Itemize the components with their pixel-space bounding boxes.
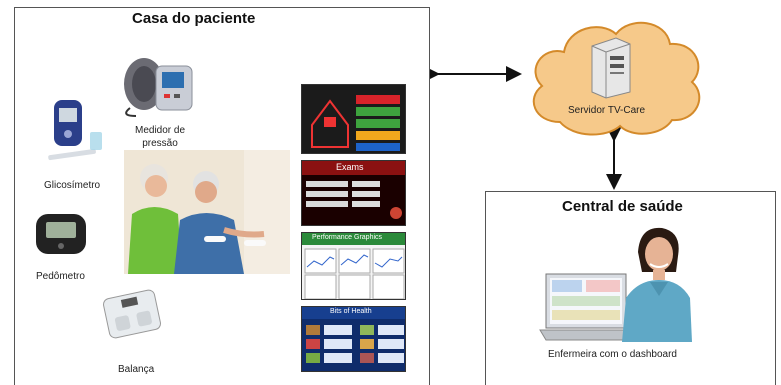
health-tips-screen-title: Bits of Health	[330, 308, 372, 315]
health-tips-screen-header	[302, 307, 405, 319]
scale-label: Balança	[118, 364, 155, 375]
pedometer-label: Pedômetro	[36, 271, 85, 282]
elderly-couple-photo	[124, 150, 290, 274]
performance-screen: Performance Graphics	[301, 232, 406, 300]
health-center-panel	[485, 191, 776, 385]
exams-screen: Exams	[301, 160, 406, 226]
server-icon	[591, 37, 631, 99]
health-center-title: Central de saúde	[562, 198, 683, 215]
blood-pressure-monitor-icon	[124, 58, 193, 117]
laptop-dashboard-icon	[539, 273, 633, 341]
exams-screen-header	[302, 161, 405, 175]
exams-screen-rows	[306, 181, 402, 219]
pressure-monitor-label-line2: pressão	[142, 138, 178, 149]
pedometer-icon	[36, 214, 86, 254]
home-menu-screen	[301, 84, 406, 154]
glucometer-label: Glicosímetro	[44, 180, 101, 191]
performance-screen-title: Performance Graphics	[312, 234, 383, 241]
elderly-couple-illustration	[124, 150, 290, 274]
glucometer-icon	[48, 100, 102, 161]
health-tips-screen-rows	[306, 325, 404, 363]
nurse-illustration	[622, 227, 692, 342]
home-menu-screen-art	[311, 95, 400, 151]
server-label: Servidor TV-Care	[568, 105, 646, 116]
exams-screen-title: Exams	[336, 162, 364, 172]
patient-home-title: Casa do paciente	[132, 10, 256, 27]
performance-screen-graphs	[304, 248, 405, 299]
health-tips-screen: Bits of Health	[301, 306, 406, 372]
pressure-monitor-label: Medidor de pressão	[123, 124, 197, 150]
nurse-caption: Enfermeira com o dashboard	[548, 349, 677, 360]
pressure-monitor-label-line1: Medidor de	[134, 125, 186, 136]
performance-screen-header	[302, 233, 405, 245]
scale-icon	[103, 289, 161, 339]
